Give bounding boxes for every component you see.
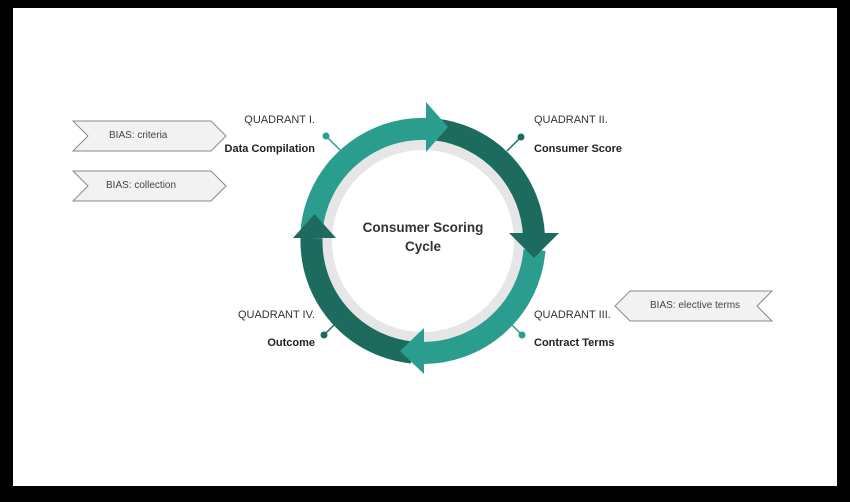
quadrant-1-number: QUADRANT I. — [244, 114, 315, 126]
bias-tag-collection: BIAS: collection — [106, 180, 177, 191]
bias-tag-criteria-shape — [71, 120, 227, 152]
bias-tag-collection-shape — [71, 170, 227, 202]
arrowhead-right — [509, 233, 559, 258]
quadrant-2-number: QUADRANT II. — [534, 114, 608, 126]
quadrant-3-name: Contract Terms — [534, 337, 615, 349]
quadrant-4-name: Outcome — [267, 337, 315, 349]
bias-tag-criteria: BIAS: criteria — [109, 130, 168, 141]
arc-quadrant-2 — [434, 118, 545, 237]
quadrant-3-number: QUADRANT III. — [534, 309, 611, 321]
quadrant-2-name: Consumer Score — [534, 143, 623, 155]
connector-q3 — [508, 321, 526, 339]
arrowhead-bottom — [400, 328, 424, 374]
bias-tag-elective-shape — [614, 290, 774, 322]
cycle-title: Consumer Scoring Cycle — [353, 218, 493, 256]
connector-q2 — [506, 133, 525, 152]
connector-q4 — [320, 321, 338, 339]
arc-quadrant-3 — [419, 248, 546, 365]
arrowhead-top — [426, 102, 448, 152]
cycle-title-line-1: Consumer Scoring — [362, 220, 484, 235]
arrowhead-left — [293, 214, 336, 238]
arc-quadrant-1 — [300, 117, 429, 232]
quadrant-4-number: QUADRANT IV. — [237, 309, 315, 321]
cycle-title-line-2: Cycle — [404, 239, 442, 254]
quadrant-1-name: Data Compilation — [224, 143, 315, 155]
arc-quadrant-4 — [300, 237, 414, 364]
bias-tag-elective-terms: BIAS: elective terms — [650, 300, 741, 311]
connector-q1 — [322, 132, 341, 151]
